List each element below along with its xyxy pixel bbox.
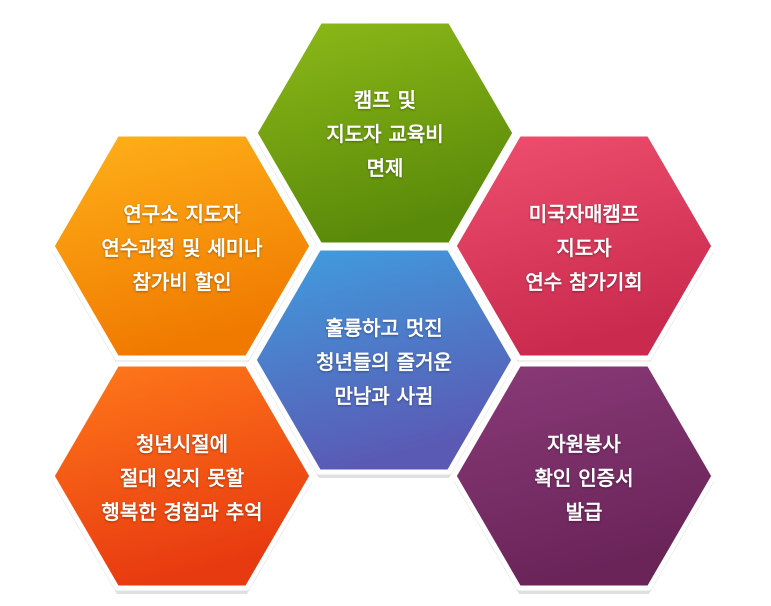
hex-lower-left <box>49 361 315 591</box>
hex-upper-left-label: 연구소 지도자 연수과정 및 세미나 참가비 할인 <box>82 197 282 299</box>
hex-lower-right-line-3: 발급 <box>565 500 603 524</box>
hex-top-line-2: 지도자 교육비 <box>326 122 444 146</box>
hex-upper-left-line-1: 연구소 지도자 <box>123 202 241 226</box>
hex-upper-right-line-3: 연수 참가기회 <box>525 270 643 294</box>
hex-top <box>252 18 518 248</box>
hex-center-label: 훌륭하고 멋진 청년들의 즐거운 만남과 사귐 <box>284 311 484 413</box>
hex-top-label: 캠프 및 지도자 교육비 면제 <box>285 83 485 185</box>
hex-lower-right-line-2: 확인 인증서 <box>534 466 634 490</box>
hex-upper-left <box>49 131 315 361</box>
hex-upper-right-label: 미국자매캠프 지도자 연수 참가기회 <box>484 197 684 299</box>
hex-upper-right <box>451 131 717 361</box>
hex-lower-left-line-2: 절대 잊지 못할 <box>119 466 245 490</box>
hex-center-line-3: 만남과 사귐 <box>334 384 434 408</box>
hex-upper-right-line-2: 지도자 <box>556 236 612 260</box>
hex-center <box>251 245 517 475</box>
hex-top-line-1: 캠프 및 <box>353 88 417 112</box>
hex-upper-left-line-2: 연수과정 및 세미나 <box>101 236 263 260</box>
hex-lower-left-label: 청년시절에 절대 잊지 못할 행복한 경험과 추억 <box>82 427 282 529</box>
hex-top-line-3: 면제 <box>366 156 404 180</box>
hex-upper-right-line-1: 미국자매캠프 <box>528 202 640 226</box>
hex-center-line-2: 청년들의 즐거운 <box>316 350 452 374</box>
hex-lower-right-line-1: 자원봉사 <box>547 432 621 456</box>
hex-lower-right-label: 자원봉사 확인 인증서 발급 <box>484 427 684 529</box>
hex-upper-left-line-3: 참가비 할인 <box>132 270 232 294</box>
hex-lower-right <box>451 361 717 591</box>
hex-lower-left-line-1: 청년시절에 <box>136 432 228 456</box>
hex-lower-left-line-3: 행복한 경험과 추억 <box>101 500 263 524</box>
hex-center-line-1: 훌륭하고 멋진 <box>325 316 443 340</box>
